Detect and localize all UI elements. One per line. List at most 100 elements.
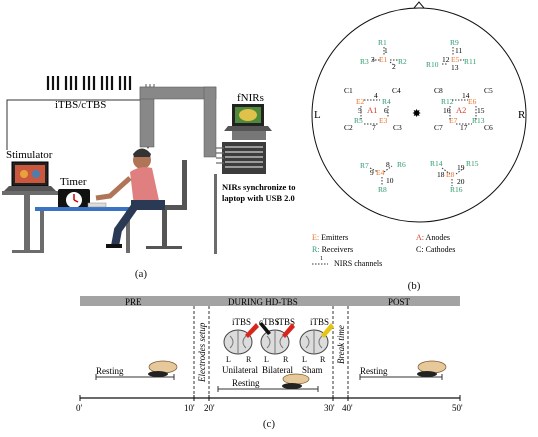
coil-red-icon bbox=[245, 323, 259, 338]
svg-text:Bilateral: Bilateral bbox=[262, 365, 293, 375]
tick-label: 50' bbox=[452, 403, 463, 413]
channel-label: 18 bbox=[437, 170, 445, 179]
receiver-label: R13 bbox=[472, 116, 485, 125]
brain-unilateral: iTBS L R Unilateral bbox=[222, 317, 259, 375]
brain-bilateral: cTBS iTBS L R Bilateral bbox=[259, 317, 295, 375]
channel-label: 7 bbox=[372, 123, 376, 132]
panel-b-caption: (b) bbox=[407, 280, 421, 292]
svg-text:iTBS: iTBS bbox=[310, 317, 329, 327]
fnirs-label: fNIRs bbox=[237, 92, 264, 104]
stimulator-keyboard bbox=[4, 186, 56, 191]
receiver-label: R1 bbox=[378, 38, 387, 47]
protocol-label: iTBS/cTBS bbox=[55, 99, 106, 111]
tick-label: 0' bbox=[76, 403, 83, 413]
cathode-label: C3 bbox=[393, 123, 402, 132]
phase-pre: PRE bbox=[125, 297, 142, 307]
group-front-left: R1 1 R3 3 E1 R2 2 bbox=[360, 38, 407, 71]
svg-text:A: Anodes: A: Anodes bbox=[416, 233, 450, 242]
break-time-label: Break time bbox=[336, 325, 346, 364]
svg-text:R: Receivers: R: Receivers bbox=[312, 245, 353, 254]
channel-label: 17 bbox=[460, 123, 468, 132]
head-outline bbox=[311, 7, 527, 223]
emitter-label: E7 bbox=[449, 116, 458, 125]
phase-header-bar bbox=[80, 296, 460, 306]
channel-label: 19 bbox=[457, 163, 465, 172]
receiver-label: R11 bbox=[464, 57, 476, 66]
emitter-label: E3 bbox=[379, 116, 388, 125]
channel-label: 13 bbox=[451, 63, 459, 72]
timeline-diagram: PRE DURING HD-TBS POST Electrodes setup … bbox=[76, 296, 463, 413]
anode-label: A2 bbox=[456, 105, 466, 115]
hand-icon bbox=[417, 360, 447, 377]
timer-label: Timer bbox=[60, 176, 87, 188]
emitter-label: E1 bbox=[379, 55, 388, 64]
side-left: L bbox=[314, 109, 321, 121]
hand-icon bbox=[148, 360, 178, 377]
tick-label: 30' bbox=[324, 403, 335, 413]
cathode-label: C8 bbox=[434, 86, 443, 95]
cathode-label: C6 bbox=[484, 123, 493, 132]
main-desk-top bbox=[35, 207, 130, 211]
receiver-label: R4 bbox=[382, 97, 391, 106]
svg-text:iTBS: iTBS bbox=[276, 317, 295, 327]
hand-icon bbox=[282, 373, 310, 389]
tick-label: 20' bbox=[204, 403, 215, 413]
channel-label: 6 bbox=[384, 106, 388, 115]
group-front-right: R9 11 R10 12 E5 R11 13 bbox=[426, 38, 476, 72]
cathode-label: C2 bbox=[344, 123, 353, 132]
channel-label: 4 bbox=[374, 91, 378, 100]
channel-label: 8 bbox=[386, 160, 390, 169]
emitter-label: E8 bbox=[446, 170, 455, 179]
receiver-label: R6 bbox=[397, 160, 406, 169]
panel-c-caption: (c) bbox=[262, 418, 276, 430]
receiver-label: R12 bbox=[441, 97, 454, 106]
receiver-label: R15 bbox=[466, 159, 479, 168]
receiver-label: R10 bbox=[426, 60, 439, 69]
setup-illustration: iTBS/cTBS Stimulator Timer fNIRs bbox=[2, 76, 296, 254]
left-desk-top bbox=[2, 191, 59, 195]
sync-note-line2: laptop with USB 2.0 bbox=[222, 193, 295, 203]
stimulator-label: Stimulator bbox=[6, 149, 53, 161]
group-back-left: R7 8 R6 9 E4 10 R8 bbox=[360, 160, 406, 194]
emitter-label: E4 bbox=[376, 168, 385, 177]
resting-during-label: Resting bbox=[232, 378, 260, 388]
svg-text:L: L bbox=[226, 355, 231, 364]
receiver-label: R3 bbox=[360, 57, 369, 66]
svg-text:C: Cathodes: C: Cathodes bbox=[416, 245, 455, 254]
channel-label: 15 bbox=[477, 106, 485, 115]
receiver-label: R9 bbox=[450, 38, 459, 47]
legend-channels-text: NIRS channels bbox=[334, 259, 382, 268]
svg-text:Sham: Sham bbox=[302, 365, 323, 375]
svg-text:R: R bbox=[320, 355, 326, 364]
group-mid-left: C1 C4 4 E2 R4 5 A1 6 R5 E3 C2 7 C3 bbox=[344, 86, 402, 132]
cathode-label: C1 bbox=[344, 86, 353, 95]
svg-text:R: R bbox=[283, 355, 289, 364]
phase-post: POST bbox=[388, 297, 411, 307]
coil-black-icon bbox=[259, 322, 271, 335]
side-right: R bbox=[518, 109, 526, 121]
emitter-label: E5 bbox=[451, 55, 460, 64]
channel-label: 16 bbox=[443, 106, 451, 115]
receiver-label: R2 bbox=[398, 57, 407, 66]
receiver-label: R16 bbox=[450, 185, 463, 194]
group-back-right: R14 19 R15 18 E8 20 R16 bbox=[430, 159, 479, 194]
svg-text:iTBS: iTBS bbox=[232, 317, 251, 327]
svg-text:Unilateral: Unilateral bbox=[222, 365, 258, 375]
panel-c-timeline: PRE DURING HD-TBS POST Electrodes setup … bbox=[0, 290, 538, 432]
electrodes-setup-label: Electrodes setup bbox=[197, 322, 207, 383]
channel-label: 12 bbox=[442, 55, 450, 64]
fnirs-cable bbox=[139, 86, 217, 158]
channel-label: 2 bbox=[392, 62, 396, 71]
panel-b-montage: L R ✸ R1 1 R3 3 E1 R2 2 R9 11 R10 12 E5 … bbox=[300, 0, 538, 290]
channel-label: 14 bbox=[462, 91, 470, 100]
receiver-label: R7 bbox=[360, 161, 369, 170]
svg-text:E: Emitters: E: Emitters bbox=[312, 233, 348, 242]
phase-during: DURING HD-TBS bbox=[228, 297, 298, 307]
receiver-label: R5 bbox=[354, 116, 363, 125]
tick-label: 40' bbox=[342, 403, 353, 413]
coil-yellow-icon bbox=[321, 323, 334, 338]
emitter-label: E6 bbox=[468, 97, 477, 106]
resting-post-label: Resting bbox=[360, 366, 388, 376]
sync-note-line1: NIRs synchronize to bbox=[222, 182, 296, 192]
brain-sham: iTBS L R Sham bbox=[299, 317, 334, 375]
